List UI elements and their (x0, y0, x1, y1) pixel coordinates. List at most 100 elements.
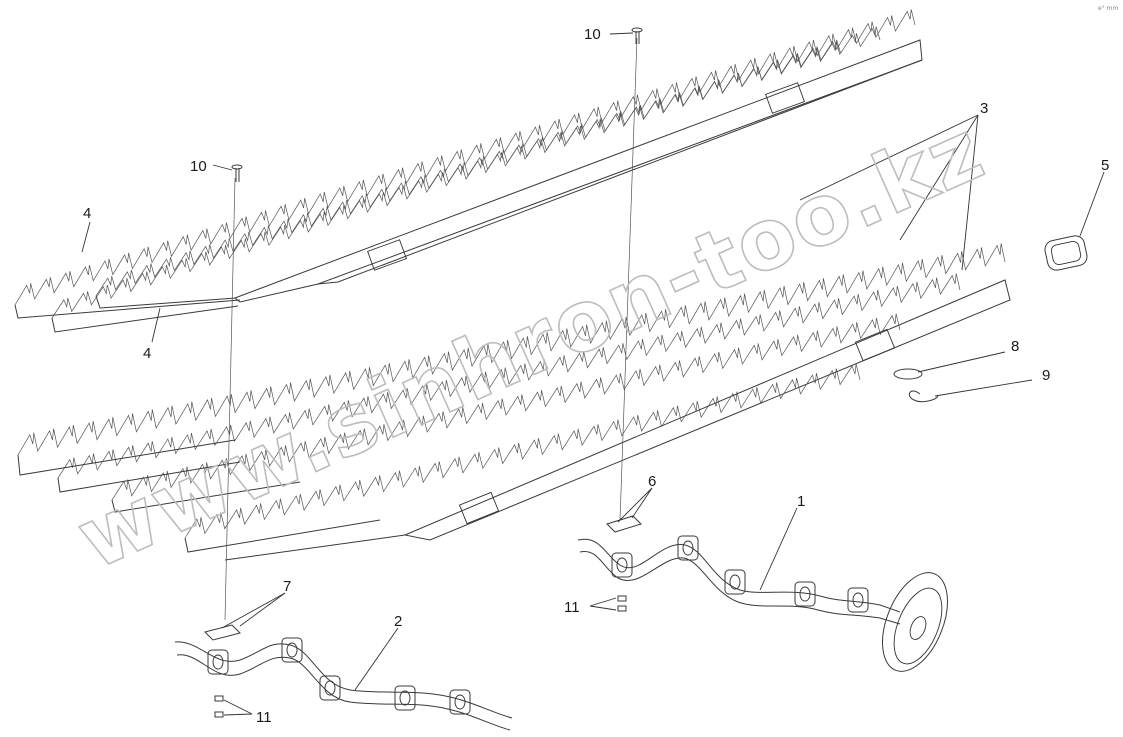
upper-beater-assembly (14, 9, 923, 333)
shaft-1 (577, 535, 948, 672)
leader-1 (759, 507, 798, 591)
leader-11d (223, 713, 253, 716)
lower-teeth-row-b (57, 273, 961, 479)
lower-beam-body (403, 279, 1011, 541)
bearing-bore (729, 574, 741, 590)
leader-4b (151, 307, 161, 343)
leader-2 (354, 627, 399, 691)
leader-3c (961, 114, 979, 271)
bearing-flange (847, 587, 869, 613)
bearing-flange (677, 535, 699, 561)
bearing-flange (724, 569, 746, 595)
bolt-head (231, 164, 243, 170)
pulley-inner-rim (893, 587, 943, 665)
seal-ring-part-5 (1044, 235, 1088, 271)
leader-3a (799, 114, 979, 201)
seal-ring-inner-part-5 (1050, 240, 1082, 266)
upper-blade-bottom-3 (95, 295, 237, 309)
bearing-bore (682, 540, 694, 556)
callout-10-left: 10 (190, 158, 207, 175)
callout-8: 8 (1011, 338, 1019, 355)
lower-blade-bottom-3 (111, 481, 301, 513)
bolt-head (631, 27, 643, 33)
bearing-bore (454, 694, 466, 710)
upper-beam-flange (317, 59, 923, 285)
bearing-bore (616, 557, 628, 573)
shaft-1-upper-edge (577, 538, 901, 613)
bearing-bore (399, 690, 411, 706)
leader-7a (239, 592, 286, 627)
lower-bolt-plate-1 (854, 328, 896, 362)
callout-5: 5 (1101, 157, 1109, 174)
leader-11c (223, 699, 253, 715)
lower-blade-bottom-1 (17, 439, 236, 476)
plate-part-6 (606, 515, 642, 533)
lower-teeth-row-c (111, 313, 901, 501)
upper-bolt-plate-1 (765, 82, 805, 114)
bearing-flange (449, 689, 471, 715)
nut-part-11-c (214, 695, 224, 702)
leader-4a (81, 221, 91, 253)
leader-3b (899, 114, 979, 241)
lower-teeth-row-a (17, 243, 1006, 456)
pulley-outer-rim (882, 572, 948, 672)
callout-3: 3 (980, 100, 988, 117)
bearing-bore (286, 642, 298, 658)
shaft-2-flanges (207, 637, 471, 715)
bearing-bore (212, 654, 224, 670)
bearing-bore (799, 586, 811, 602)
leader-10b (212, 164, 233, 171)
shaft-2-lower-edge (176, 654, 511, 731)
lower-teeth-row-d (184, 363, 861, 539)
nut-part-11-d (214, 711, 224, 718)
callout-10-upper: 10 (584, 26, 601, 43)
shaft-2-upper-edge (174, 641, 513, 719)
upper-beam-body (234, 39, 923, 303)
shaft-1-flanges (611, 535, 869, 613)
leader-9 (934, 379, 1033, 397)
leader-7b (221, 592, 286, 629)
corner-mark: e° mm (1098, 5, 1118, 12)
lower-blade-bottom-4 (184, 519, 381, 553)
upper-blade-bottom-2 (51, 305, 239, 333)
callout-7: 7 (283, 578, 291, 595)
upper-teeth-row-c (95, 41, 841, 297)
lower-beam-extension (224, 534, 406, 561)
ring-part-8 (893, 368, 923, 380)
callout-11-left: 11 (256, 709, 272, 726)
bearing-flange (207, 649, 229, 675)
callout-4-upper: 4 (83, 205, 91, 222)
callout-11-right: 11 (564, 599, 580, 616)
lower-blade-bottom-2 (57, 461, 241, 493)
axis-line-left (224, 177, 236, 621)
leader-lines (81, 32, 1105, 716)
bearing-bore (324, 680, 336, 696)
axis-line-right (619, 37, 638, 521)
bearing-flange (394, 685, 416, 711)
lower-beater-assembly (17, 243, 1011, 561)
upper-bolt-plate-2 (367, 239, 407, 271)
leader-8 (917, 351, 1006, 373)
callout-9: 9 (1042, 367, 1050, 384)
bearing-flange (611, 552, 633, 578)
lower-bolt-plate-2 (458, 491, 500, 525)
upper-blade-bottom-1 (14, 299, 241, 319)
shaft-1-lower-edge (579, 551, 901, 625)
bearing-flange (319, 675, 341, 701)
bearing-bore (852, 592, 864, 608)
clip-part-9 (908, 390, 939, 403)
callout-2: 2 (394, 613, 402, 630)
leader-5 (1079, 171, 1105, 237)
callout-1: 1 (797, 493, 805, 510)
pulley-hub (909, 616, 927, 640)
callout-6: 6 (648, 473, 656, 490)
leader-11b (589, 605, 617, 611)
bolt-part-10-left (231, 164, 243, 182)
leader-6a (631, 487, 653, 519)
leader-10a (609, 32, 634, 35)
leader-6b (617, 487, 653, 523)
nut-part-11-b (617, 605, 627, 612)
callout-4-lower: 4 (143, 345, 151, 362)
